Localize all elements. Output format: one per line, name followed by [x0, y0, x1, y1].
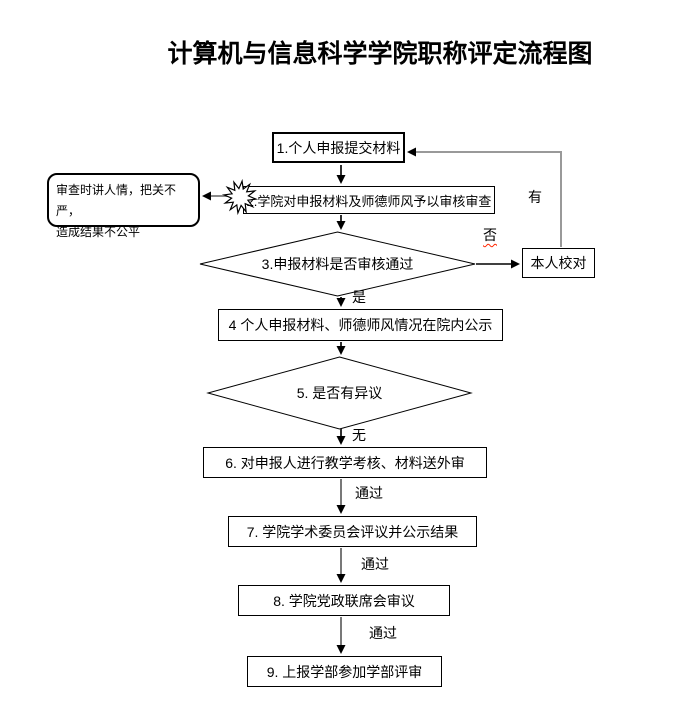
edge-7-8: [336, 548, 346, 583]
arrowhead-icon: [336, 505, 346, 514]
arrowhead-icon: [336, 298, 346, 307]
arrowhead-icon: [336, 436, 346, 445]
step7-node: 7. 学院学术委员会评议并公示结果: [228, 516, 477, 547]
label-pass-3: 通过: [369, 625, 397, 641]
edge-1-2: [336, 165, 346, 184]
label-none: 无: [352, 427, 366, 443]
arrowhead-icon: [336, 175, 346, 184]
page-title: 计算机与信息科学学院职称评定流程图: [167, 41, 593, 68]
edge-2-3: [336, 215, 346, 230]
step8-node: 8. 学院党政联席会审议: [238, 585, 450, 616]
decision5-node: 5. 是否有异议: [296, 385, 383, 401]
edge-burst-comment: [202, 191, 228, 201]
step4-node: 4 个人申报材料、师德师风情况在院内公示: [218, 309, 503, 341]
arrowhead-icon: [407, 147, 416, 157]
edge-5-6: [336, 429, 346, 445]
label-has: 有: [528, 189, 542, 205]
edge-4-5: [336, 342, 346, 355]
label-pass-2: 通过: [361, 556, 389, 572]
arrowhead-icon: [511, 259, 520, 269]
label-no: 否: [483, 227, 497, 243]
edge-6-7: [336, 479, 346, 514]
edge-loop-selfcheck-1: [407, 147, 562, 247]
arrowhead-icon: [336, 346, 346, 355]
decision3-node: 3.申报材料是否审核通过: [261, 256, 414, 272]
arrowhead-icon: [336, 574, 346, 583]
arrowhead-icon: [336, 221, 346, 230]
edge-8-9: [336, 617, 346, 654]
edge-line: [413, 151, 562, 247]
step1-node: 1.个人申报提交材料: [272, 132, 405, 163]
edge-3-selfcheck: [476, 259, 520, 269]
step6-node: 6. 对申报人进行教学考核、材料送外审: [203, 447, 487, 478]
decision3-shape: [199, 231, 476, 297]
step2-node: 2.学院对申报材料及师德师风予以审核审查: [243, 186, 495, 214]
decision5-shape: [206, 356, 473, 430]
selfcheck-node: 本人校对: [522, 248, 595, 278]
arrowhead-icon: [336, 645, 346, 654]
burst-callout-icon: [221, 178, 259, 216]
label-yes: 是: [352, 289, 366, 305]
label-pass-1: 通过: [355, 485, 383, 501]
arrowhead-icon: [202, 191, 211, 201]
edge-3-4: [336, 297, 346, 307]
step9-node: 9. 上报学部参加学部评审: [247, 656, 442, 687]
